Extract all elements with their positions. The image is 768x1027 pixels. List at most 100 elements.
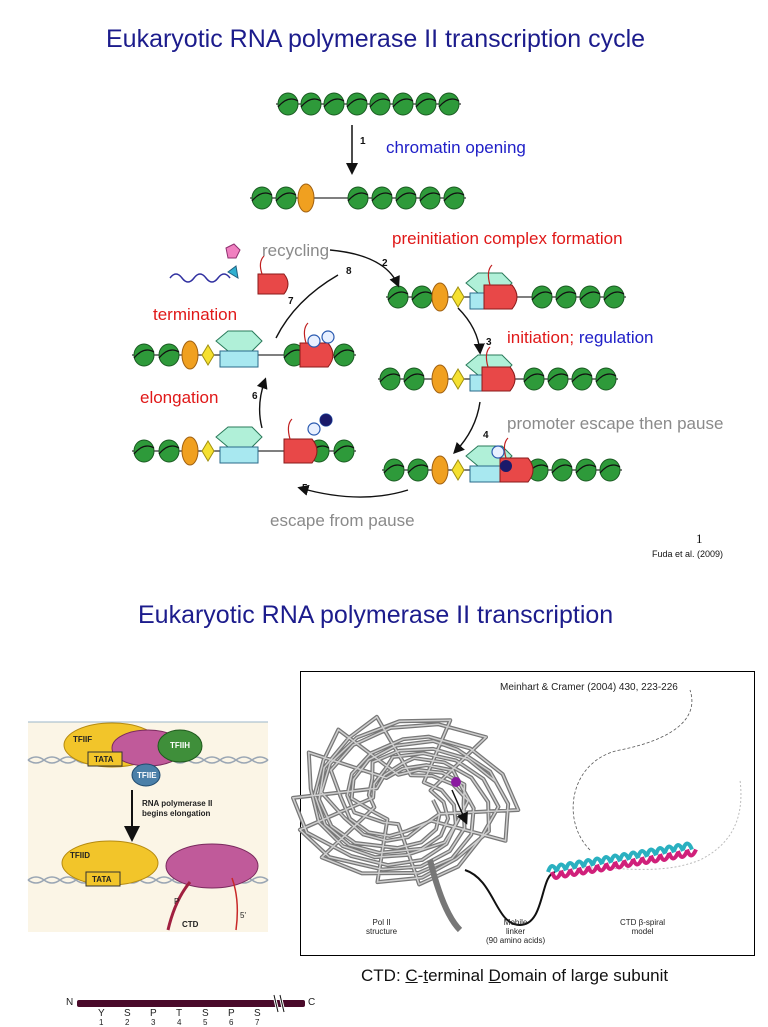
linker-line1: Mobile [503, 918, 528, 927]
step3-arrow [457, 307, 485, 355]
nucleosome [346, 92, 368, 116]
nucleosome [275, 186, 297, 210]
step-number-5: 5 [302, 483, 308, 494]
ctd-caption-d: D [488, 966, 501, 985]
ctd-helix-turn [546, 864, 559, 873]
nucleosome-dna-wrap [411, 291, 433, 301]
nucleosome [603, 285, 625, 309]
nucleosome-dna-wrap [333, 445, 355, 455]
activator-oval [431, 364, 449, 394]
nucleosome-dna-wrap [595, 373, 617, 383]
phospho-label: P [174, 897, 180, 906]
c-terminus-label: C [308, 997, 316, 1008]
page-number: 1 [696, 531, 703, 546]
label-termination: termination [153, 305, 238, 324]
nucleosome-dna-wrap [387, 291, 409, 301]
nucleosome-dna-wrap [277, 98, 299, 108]
pol2-line1: Pol II [372, 918, 391, 927]
nucleosome [371, 186, 393, 210]
mediator-block [219, 446, 259, 464]
ctd-caption-prefix: CTD: [361, 966, 406, 985]
elongation-arrow-line2: begins elongation [142, 809, 211, 818]
nucleosome-dna-wrap [383, 464, 405, 474]
step-number-7: 7 [288, 296, 294, 307]
ctd-residue-position: 4 [177, 1018, 182, 1027]
nucleosome [419, 186, 441, 210]
slide2-title: Eukaryotic RNA polymerase II transcripti… [138, 601, 614, 629]
ctd-helix-turn [609, 853, 622, 863]
label-chromatin-opening: chromatin opening [386, 138, 526, 157]
nucleosome-dna-wrap [599, 464, 621, 474]
nucleosome-dna-wrap [523, 373, 545, 383]
nucleosome [369, 92, 391, 116]
linker-line2: linker [506, 927, 526, 936]
rna-polymerase [483, 284, 518, 310]
nucleosome [523, 367, 545, 391]
ctd-residue: P [228, 1008, 235, 1019]
ctd-helix-turn [591, 856, 604, 866]
tata-label-bottom: TATA [92, 875, 112, 884]
pol2-ribbon-highlight [291, 715, 520, 886]
five-prime-label: 5' [240, 911, 246, 920]
ctd-residue-position: 3 [151, 1018, 156, 1027]
ctd-caption-rest: omain of large subunit [500, 966, 669, 985]
label-promoter-escape: promoter escape then pause [507, 414, 724, 433]
ctd-label: CTD [182, 920, 199, 929]
nucleosome [333, 439, 355, 463]
n-terminus-label: N [66, 997, 74, 1008]
ctd-helix-turn [663, 844, 676, 854]
step-number-8: 8 [346, 266, 352, 277]
nucleosome-dna-wrap [551, 464, 573, 474]
nucleosome-dna-wrap [395, 192, 417, 202]
nucleosome [379, 367, 401, 391]
phospho-mark [321, 330, 335, 344]
tbp-diamond [201, 344, 215, 366]
nucleosome [531, 285, 553, 309]
ctd-residue-position: 6 [229, 1018, 234, 1027]
nucleosome-dna-wrap [133, 349, 155, 359]
nucleosome [443, 186, 465, 210]
nucleosome [133, 439, 155, 463]
step-number-2: 2 [382, 258, 388, 269]
slide1-citation: Fuda et al. (2009) [652, 549, 724, 559]
nucleosome [251, 186, 273, 210]
elongation-arrow-line1: RNA polymerase II [142, 799, 213, 808]
released-factor [227, 265, 239, 279]
nucleosome [438, 92, 460, 116]
nucleosome-dna-wrap [555, 291, 577, 301]
ctd-residue: S [124, 1008, 131, 1019]
label-initiation-regulation: initiation; regulation [507, 328, 654, 348]
step-number-3: 3 [486, 337, 492, 348]
nucleosome-dna-wrap [419, 192, 441, 202]
ctd-helix-turn [564, 861, 577, 870]
label-initiation: initiation; [507, 328, 575, 347]
label-elongation: elongation [140, 388, 219, 407]
ctd-helix-turn [636, 849, 649, 858]
step7-8-arc [275, 274, 339, 339]
ctd-helix-turn [654, 846, 667, 855]
nucleosome-dna-wrap [392, 98, 414, 108]
ctd-residue-position: 1 [99, 1018, 104, 1027]
step6-arrow [256, 377, 268, 429]
ctd-residue: S [202, 1008, 209, 1019]
pol2-extension [427, 859, 463, 933]
ctd-helix-turn [627, 850, 640, 860]
ctd-residue: S [254, 1008, 261, 1019]
nucleosome-dna-wrap [547, 373, 569, 383]
activator-oval [181, 436, 199, 466]
rna-polymerase [283, 438, 318, 464]
nucleosome-dna-wrap [275, 192, 297, 202]
nucleosome-dna-wrap [531, 291, 553, 301]
activator-oval [297, 183, 315, 213]
step5-arrow [297, 484, 409, 498]
ctd-caption: CTD: C-terminal Domain of large subunit [361, 966, 668, 986]
slide1-title: Eukaryotic RNA polymerase II transcripti… [106, 25, 646, 53]
step-number-4: 4 [483, 430, 489, 441]
tfiif-label: TFIIF [73, 735, 93, 744]
nucleosome [551, 458, 573, 482]
ctd-tail [303, 322, 309, 344]
